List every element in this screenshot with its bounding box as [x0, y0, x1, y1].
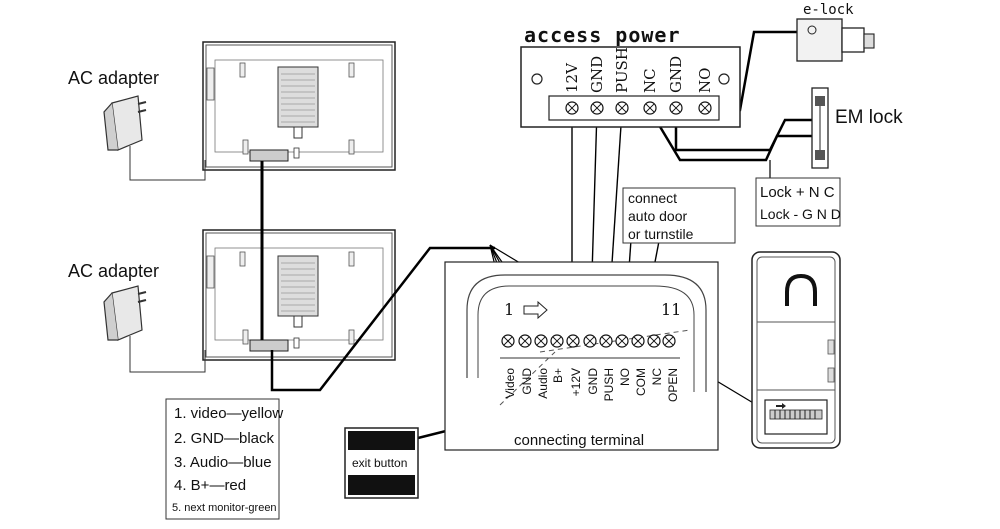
indoor-monitor-top [202, 41, 396, 171]
monitor-speaker-grille [281, 262, 315, 312]
monitor-speaker-grille [281, 73, 315, 123]
terminal-screws [501, 334, 676, 348]
terminal-pin-label: OPEN [666, 368, 680, 402]
e-lock-device [796, 18, 875, 62]
access-power-terminal-label: PUSH [613, 47, 631, 93]
wire-legend-2: 2. GND—black [174, 430, 275, 447]
access-power-terminal-label: GND [667, 56, 685, 93]
wire-legend-4: 4. B+—red [174, 477, 246, 494]
ac-adapter-bottom-label: AC adapter [68, 261, 159, 281]
em-lock-label: EM lock [835, 107, 903, 128]
terminal-pin-label: COM [634, 368, 648, 396]
terminal-pin-label: Audio [536, 368, 550, 399]
e-lock-label: e-lock [803, 2, 854, 18]
access-power-title: access power [524, 23, 681, 47]
wire-legend-5: 5. next monitor-green [172, 502, 277, 514]
terminal-pin-label: GND [520, 368, 534, 395]
wire-legend-1: 1. video—yellow [174, 405, 283, 422]
auto-door-note-box [622, 187, 736, 244]
access-power-terminal-label: GND [588, 56, 606, 93]
pin-number-first: 1 [504, 300, 514, 319]
ac-adapter-top-label: AC adapter [68, 68, 159, 88]
terminal-pin-label: Video [503, 368, 517, 399]
access-power-terminals: 12V GND PUSH NC GND NO [563, 47, 714, 115]
terminal-pin-label: PUSH [602, 368, 616, 401]
connecting-terminal-label: connecting terminal [514, 432, 644, 449]
lock-minus-label: Lock - G N D [760, 206, 841, 222]
em-lock-device [811, 87, 829, 169]
lock-plus-label: Lock + N C [760, 184, 835, 201]
lock-wiring-box [755, 177, 841, 227]
wire-legend-box [165, 398, 280, 520]
access-power-terminal-label: NO [696, 68, 714, 93]
exit-button-label: exit button [352, 456, 407, 470]
ac-adapter-bottom [103, 285, 206, 373]
terminal-pin-label: NO [618, 368, 632, 386]
terminal-board [444, 261, 719, 451]
pin-number-last: 11 [661, 300, 681, 319]
access-power-terminal-label: NC [641, 68, 659, 93]
exit-button-device [344, 427, 419, 499]
terminal-pin-label: B+ [551, 368, 565, 383]
terminal-pin-label: GND [586, 368, 600, 395]
wire-legend-3: 3. Audio—blue [174, 454, 272, 471]
ac-adapter-top [103, 95, 206, 181]
terminal-pin-label: +12V [569, 368, 583, 396]
indoor-monitor-bottom [202, 229, 396, 361]
terminal-pin-label: NC [650, 368, 664, 386]
outdoor-station [751, 251, 841, 449]
access-power-terminal-label: 12V [563, 62, 581, 93]
note-line-3: or turnstile [628, 226, 694, 242]
note-line-1: connect [628, 190, 677, 206]
note-line-2: auto door [628, 208, 687, 224]
